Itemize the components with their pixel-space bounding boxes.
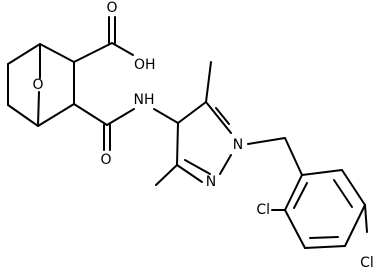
bond [219,154,232,175]
bond [333,179,353,208]
amide-oxygen-label: O [100,152,111,168]
bond [176,122,179,166]
bond [309,236,339,239]
bond [284,137,303,176]
bond [344,204,366,247]
bond [106,108,135,126]
bond [304,245,346,249]
bond [155,164,178,186]
bond [341,169,366,206]
bond [7,104,39,127]
bond [176,164,203,183]
bond [301,169,343,176]
chlorine-ortho-label: Cl [256,202,270,218]
bond [205,101,232,134]
bond [111,42,134,56]
bond [284,209,306,249]
pyrazole-n1-label: N [233,137,243,153]
bond [215,107,230,125]
bond [364,204,368,233]
bond [177,101,207,124]
chlorine-para-label: Cl [360,255,374,271]
bond [205,61,212,103]
bond [284,174,303,211]
pyrazole-n2-label: N [206,174,216,190]
hydroxyl-label: OH [134,57,156,73]
bond [37,103,75,127]
bond [247,137,286,145]
bond [39,43,75,63]
bond [184,159,211,175]
bond [7,43,41,65]
amide-nh-label: NH [134,92,155,108]
bond [293,182,308,209]
bond [153,108,179,124]
bond [37,91,40,127]
bond [73,42,113,63]
bond [73,103,108,126]
carboxyl-oxygen-label: O [106,0,117,16]
bridge-oxygen-label: O [32,77,43,93]
